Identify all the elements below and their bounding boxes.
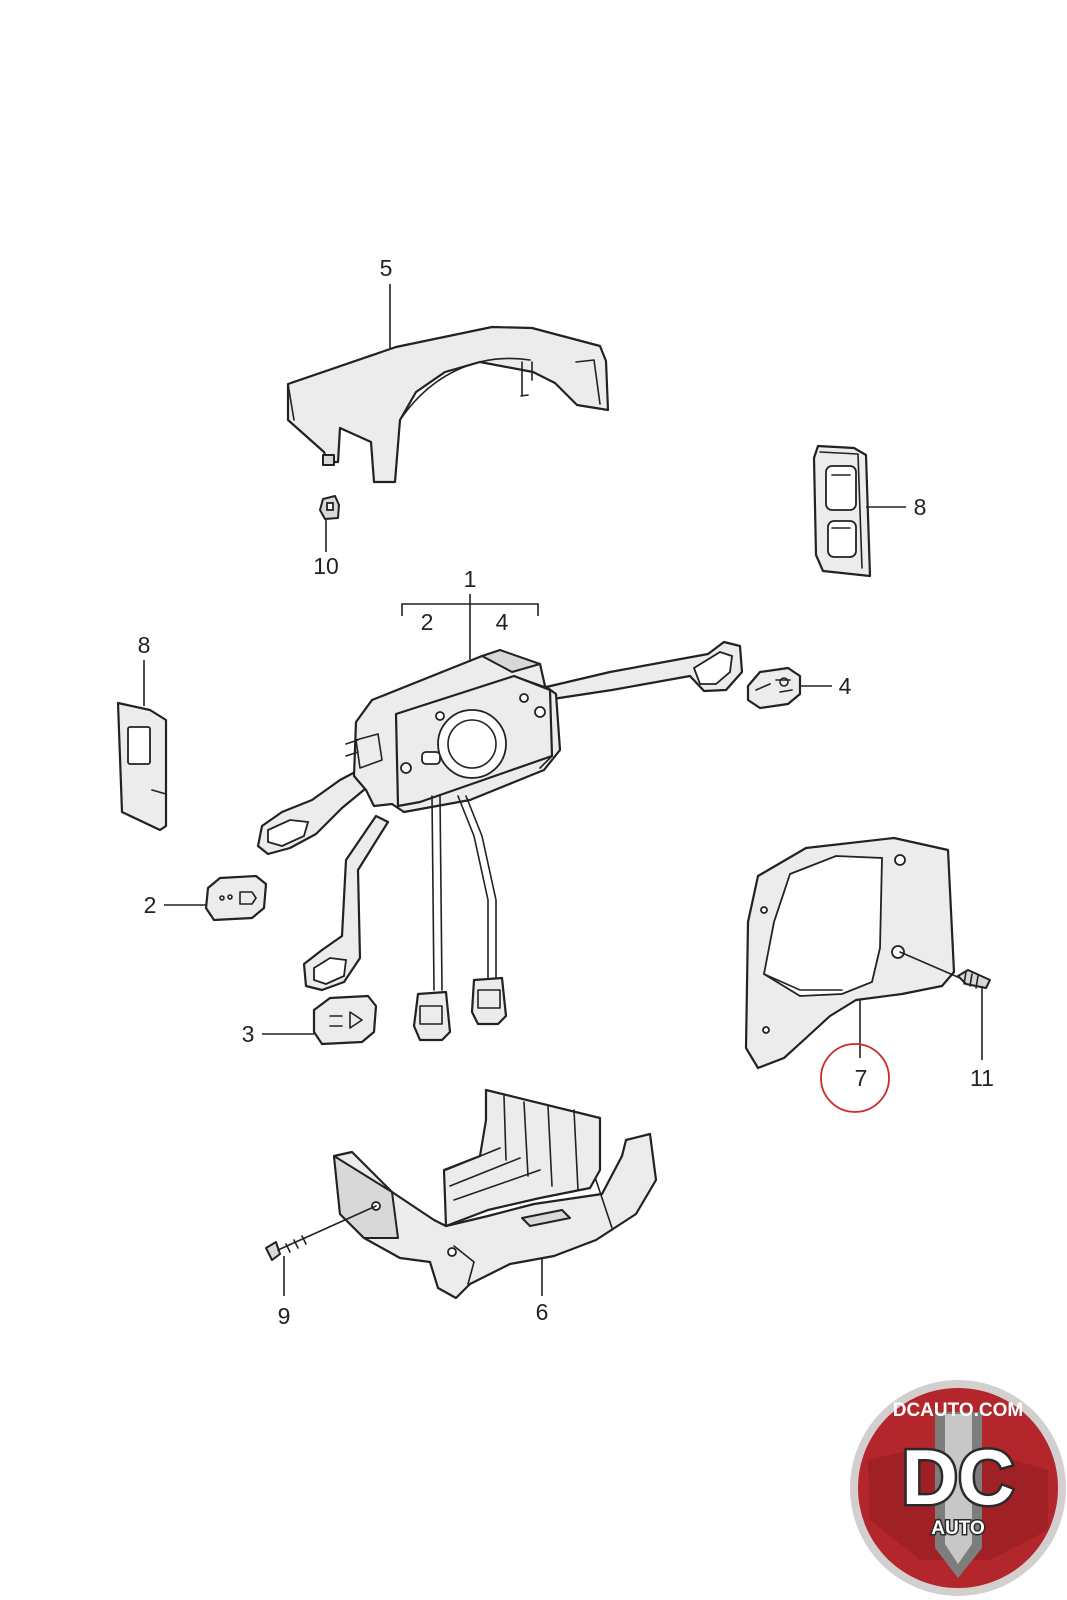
callout-8-left: 8 (138, 632, 151, 658)
dcauto-logo: DCAUTO.COM DC AUTO (850, 1380, 1066, 1596)
callout-10: 10 (313, 553, 339, 579)
screw-part-9[interactable] (265, 1205, 377, 1261)
callout-labels: 5 10 8 1 2 4 8 4 2 3 7 11 9 6 (138, 255, 994, 1329)
callout-2-top: 2 (421, 609, 434, 635)
callout-4: 4 (839, 673, 852, 699)
callout-5: 5 (380, 255, 393, 281)
callout-4-top: 4 (496, 609, 509, 635)
highlight-circle (820, 1043, 890, 1113)
callout-11: 11 (970, 1065, 994, 1091)
logo-site-text: DCAUTO.COM (893, 1400, 1024, 1421)
side-panel-part-7[interactable] (744, 836, 956, 1070)
lower-cover-part-6[interactable] (332, 1088, 658, 1300)
logo-mark-text: DC (902, 1433, 1015, 1521)
callout-9: 9 (278, 1303, 291, 1329)
callout-1: 1 (464, 566, 477, 592)
combination-switch-part-1[interactable] (256, 640, 744, 1042)
cover-insert-part-8-left[interactable] (116, 701, 168, 832)
switch-cap-part-4[interactable] (746, 666, 802, 710)
logo-sub-text: AUTO (931, 1518, 984, 1539)
switch-panel-part-8-right[interactable] (812, 444, 872, 578)
callout-2: 2 (144, 892, 157, 918)
clip-part-10[interactable] (319, 495, 340, 520)
screw-part-11[interactable] (899, 951, 991, 989)
callout-3: 3 (242, 1021, 255, 1047)
leader-lines (143, 284, 983, 1296)
upper-cover-part-5[interactable] (286, 325, 610, 484)
callout-8-right: 8 (914, 494, 927, 520)
switch-cap-part-2[interactable] (204, 874, 268, 922)
callout-7: 7 (855, 1065, 868, 1091)
switch-cap-part-3[interactable] (312, 994, 378, 1046)
callout-6: 6 (536, 1299, 549, 1325)
